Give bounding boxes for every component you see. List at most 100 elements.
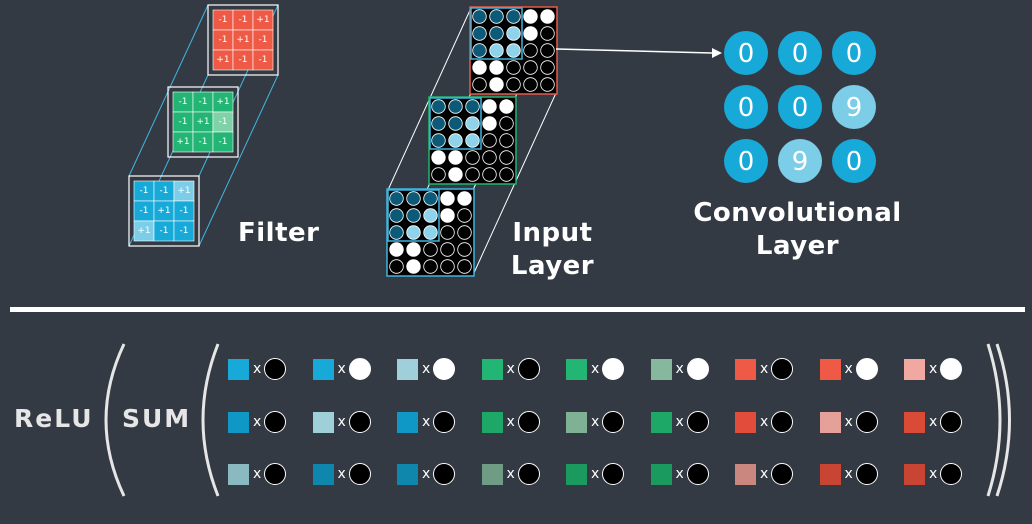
filter-green: -1-1+1-1+1-1+1-1-1 [167, 86, 239, 158]
formula-term: x [904, 463, 963, 485]
input-pixel [423, 225, 438, 240]
input-pixel [465, 150, 480, 165]
input-pixel [448, 116, 463, 131]
input-pixel [472, 43, 487, 58]
input-pixel [540, 60, 555, 75]
input-pixel-dot [602, 411, 625, 433]
input-pixel [423, 242, 438, 257]
filter-weight-swatch [481, 463, 503, 485]
input-pixel [482, 167, 497, 182]
input-pixel [482, 150, 497, 165]
input-pixel-dot [517, 463, 540, 485]
filter-cell-value: +1 [216, 97, 229, 107]
input-pixel [523, 43, 538, 58]
input-pixel [499, 116, 514, 131]
filter-weight-swatch [735, 463, 756, 485]
input-pixel [457, 225, 472, 240]
filter-cell-value: -1 [199, 97, 208, 107]
input-pixel [499, 150, 514, 165]
times-sign: x [422, 361, 431, 377]
input-pixel [482, 133, 497, 148]
sum-close-paren [986, 343, 1002, 497]
times-sign: x [844, 466, 853, 482]
input-pixel [540, 9, 555, 24]
input-pixel [540, 43, 555, 58]
input-pixel [389, 208, 404, 223]
input-pixel-dot [771, 463, 794, 485]
input-pixel [431, 133, 446, 148]
filter-cell-value: -1 [179, 117, 188, 127]
filter-cell-value: -1 [239, 55, 248, 65]
times-sign: x [929, 361, 938, 377]
input-pixel-dot [940, 463, 963, 485]
input-pixel [482, 99, 497, 114]
times-sign: x [337, 466, 346, 482]
filter-label: Filter [238, 218, 320, 248]
times-sign: x [760, 361, 769, 377]
formula-term: x [650, 358, 709, 380]
times-sign: x [929, 466, 938, 482]
formula-term: x [397, 358, 456, 380]
input-pixel-dot [940, 358, 963, 380]
filter-cell-value: -1 [160, 186, 169, 196]
conv-output-value: 0 [738, 147, 755, 177]
relu-open-paren [104, 343, 126, 497]
conv-output-circle [778, 139, 822, 183]
filter-cell-value: -1 [160, 226, 169, 236]
input-pixel-dot [433, 463, 456, 485]
times-sign: x [675, 466, 684, 482]
input-pixel [440, 242, 455, 257]
input-pixel [431, 150, 446, 165]
filter-cell-value: +1 [157, 206, 170, 216]
filter-weight-swatch [397, 463, 418, 485]
input-pixel [431, 99, 446, 114]
filter-weight-swatch [397, 411, 418, 433]
times-sign: x [760, 466, 769, 482]
receptive-field-outline [429, 97, 482, 150]
times-sign: x [506, 466, 515, 482]
times-sign: x [591, 361, 600, 377]
filter-weight-swatch [397, 358, 418, 380]
filter-blue: -1-1+1-1+1-1+1-1-1 [128, 175, 200, 247]
input-pixel [465, 133, 480, 148]
conv-output-value: 0 [792, 39, 809, 69]
conv-output-value: 0 [846, 147, 863, 177]
input-pixel-dot [686, 463, 709, 485]
times-sign: x [591, 414, 600, 430]
formula-term: x [735, 463, 794, 485]
input-pixel-dot [602, 463, 625, 485]
sum-open-paren [201, 343, 220, 497]
input-pixel-dot [940, 411, 963, 433]
input-pixel [440, 191, 455, 206]
input-pixel-dot [348, 358, 371, 380]
times-sign: x [253, 414, 262, 430]
filter-cell-value: -1 [179, 97, 188, 107]
filter-weight-swatch [735, 411, 756, 433]
input-pixel [472, 9, 487, 24]
times-sign: x [675, 361, 684, 377]
filter-weight-swatch [228, 411, 249, 433]
input-layer-label-line1: Input [512, 218, 593, 248]
times-sign: x [844, 414, 853, 430]
filter-cell-value: -1 [219, 137, 228, 147]
formula-term: x [312, 358, 371, 380]
conv-output-value: 0 [846, 39, 863, 69]
input-pixel [406, 208, 421, 223]
conv-output-circle [724, 31, 768, 75]
filter-cell-value: -1 [219, 35, 228, 45]
formula-term: x [312, 411, 371, 433]
filter-weight-swatch [650, 463, 672, 485]
formula-term: x [566, 358, 625, 380]
input-layer-red [469, 6, 558, 95]
formula-term: x [904, 358, 963, 380]
filter-weight-swatch [735, 358, 756, 380]
filter-weight-swatch [819, 463, 841, 485]
formula-term: x [904, 411, 963, 433]
input-layer-label-line2: Layer [510, 251, 595, 281]
input-pixel [499, 167, 514, 182]
filter-stack: -1-1+1-1+1-1+1-1-1-1-1+1-1+1-1+1-1-1-1-1… [128, 4, 279, 247]
section-divider [10, 307, 1025, 312]
filter-red: -1-1+1-1+1-1+1-1-1 [207, 4, 279, 76]
filter-cell [173, 220, 195, 242]
conv-output-circle [724, 85, 768, 129]
